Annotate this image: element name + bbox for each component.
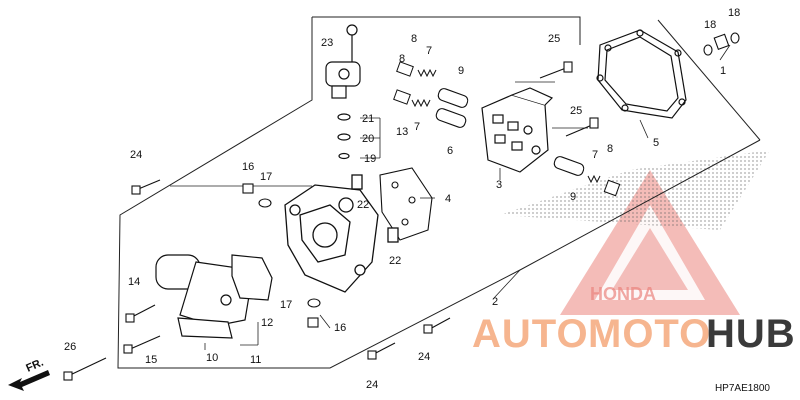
- watermark-brand: HONDA: [590, 284, 656, 304]
- callout-22b: 22: [389, 255, 401, 267]
- callout-7a: 7: [426, 45, 432, 57]
- callout-7b: 7: [414, 121, 420, 133]
- callout-15: 15: [145, 354, 157, 366]
- callout-16b: 16: [334, 322, 346, 334]
- callout-18a: 18: [704, 19, 716, 31]
- callout-7c: 7: [592, 149, 598, 161]
- callout-23: 23: [321, 37, 333, 49]
- callout-8c: 8: [607, 143, 613, 155]
- callout-12: 12: [261, 317, 273, 329]
- callout-24b: 24: [418, 351, 430, 363]
- part-13-solenoid: [325, 24, 361, 160]
- callout-9a: 9: [458, 65, 464, 77]
- watermark-auto: AUTO: [472, 312, 589, 356]
- callout-19: 19: [364, 153, 376, 165]
- honda-logo-watermark: HONDA: [500, 150, 770, 315]
- callout-17b: 17: [280, 299, 292, 311]
- part-8-plates: [393, 61, 621, 197]
- leader-lines: [170, 44, 731, 350]
- part-3-valve-body: [481, 87, 554, 173]
- watermark-moto: MOTO: [588, 312, 711, 356]
- diagram-code: HP7AE1800: [714, 383, 770, 394]
- part-5-gasket: [596, 29, 687, 119]
- direction-label: FR.: [24, 357, 45, 375]
- callout-17a: 17: [260, 171, 272, 183]
- callout-9b: 9: [570, 191, 576, 203]
- callout-24a: 24: [130, 149, 142, 161]
- automotohub-watermark: AUTO MOTO HUB: [472, 312, 796, 356]
- callout-2: 2: [492, 296, 498, 308]
- front-direction-arrow: FR.: [8, 357, 50, 391]
- callout-1: 1: [720, 65, 726, 77]
- callout-4: 4: [445, 193, 451, 205]
- callout-25a: 25: [548, 33, 560, 45]
- callout-3: 3: [496, 179, 502, 191]
- callout-22a: 22: [357, 199, 369, 211]
- callout-16a: 16: [242, 161, 254, 173]
- callout-25b: 25: [570, 105, 582, 117]
- bolts: [63, 32, 740, 381]
- callout-11: 11: [250, 354, 261, 366]
- callouts: 1 2 3 4 5 6 7 7 7 8 8 8 9 9 10 11 12 13 …: [64, 7, 740, 391]
- callout-13: 13: [396, 126, 408, 138]
- callout-10: 10: [206, 352, 218, 364]
- part-2-housing: [284, 174, 399, 293]
- callout-14: 14: [128, 276, 140, 288]
- part-6-9-valves: [435, 88, 585, 176]
- part-10-11-12-solenoid-assy: [155, 254, 273, 339]
- callout-6: 6: [447, 145, 453, 157]
- callout-24c: 24: [366, 379, 378, 391]
- callout-26: 26: [64, 341, 76, 353]
- callout-8a: 8: [411, 33, 417, 45]
- part-7-springs: [411, 68, 601, 184]
- part-4-gasket: [379, 167, 433, 241]
- callout-5: 5: [653, 137, 659, 149]
- callout-21: 21: [362, 113, 374, 125]
- watermark-hub: HUB: [706, 312, 796, 356]
- callout-18b: 18: [728, 7, 740, 19]
- callout-20: 20: [362, 133, 374, 145]
- callout-8b: 8: [399, 53, 405, 65]
